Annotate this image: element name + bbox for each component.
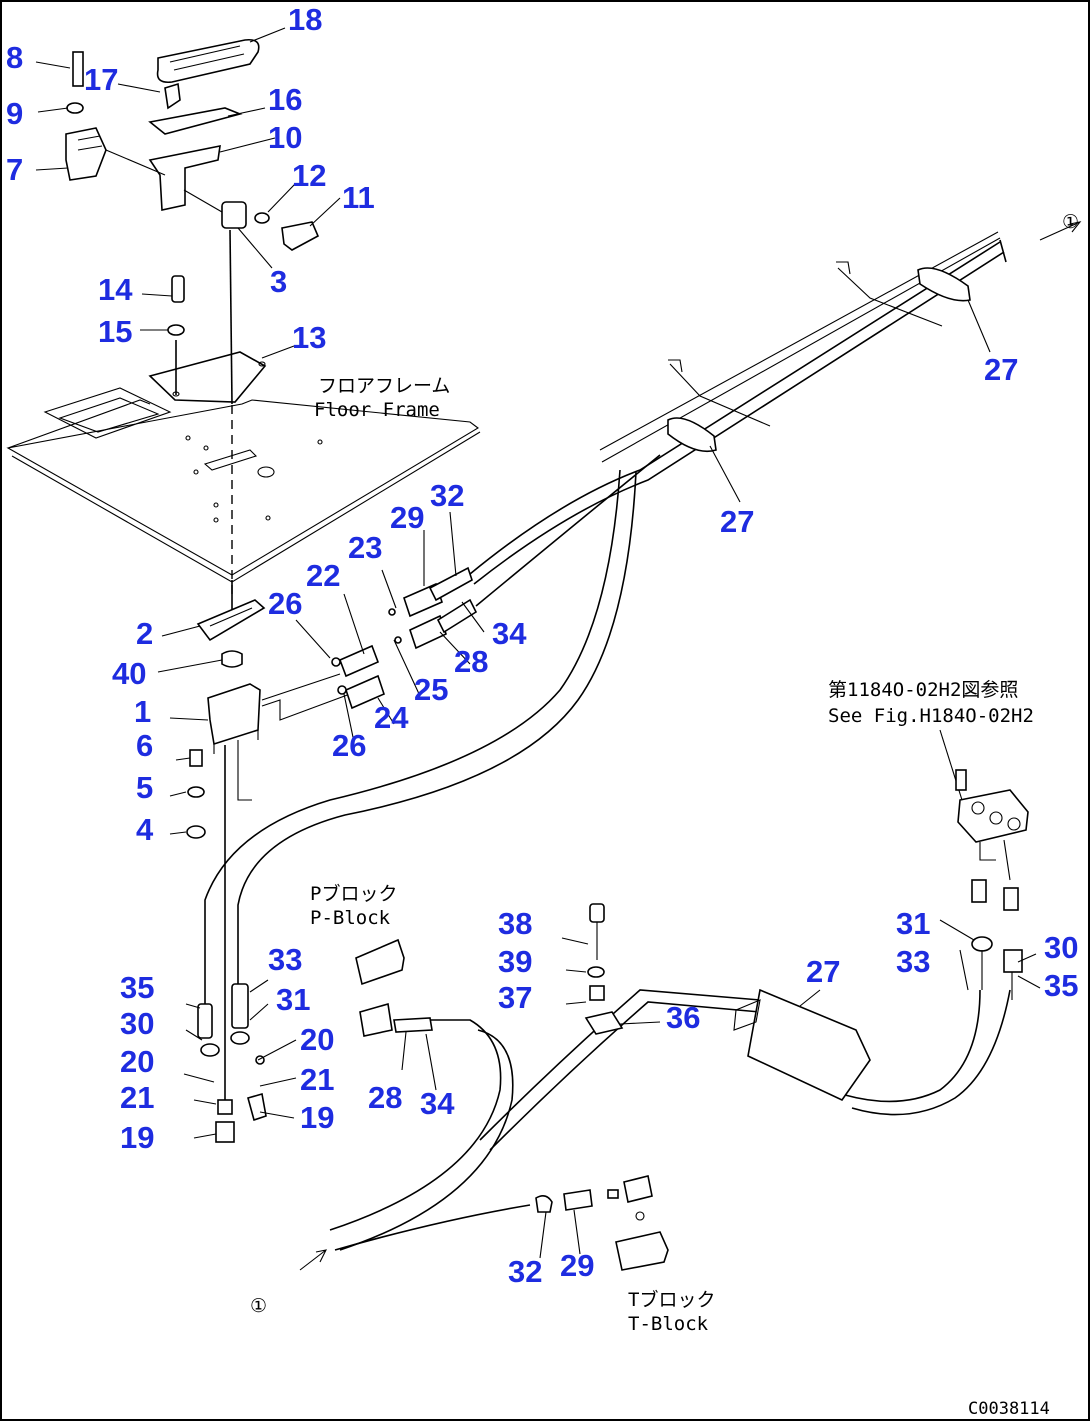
- callout-28-upper: 28: [454, 644, 488, 679]
- callout-26-upper: 26: [268, 586, 302, 621]
- clip-assembly: [584, 903, 1011, 1116]
- callout-9: 9: [6, 96, 23, 131]
- see-fig-label-jp: 第1184O-02H2図参照: [828, 679, 1018, 701]
- p-block-label-jp: Pブロック: [310, 882, 397, 905]
- callout-14: 14: [98, 272, 133, 307]
- callout-27-top: 27: [984, 352, 1018, 387]
- callout-32-upper: 32: [430, 478, 464, 513]
- callout-10: 10: [268, 120, 302, 155]
- callout-35-right: 35: [1044, 968, 1078, 1003]
- callout-28-lower: 28: [368, 1080, 402, 1115]
- t-block: [535, 1175, 669, 1271]
- callout-20-right: 20: [300, 1022, 334, 1057]
- callout-23: 23: [348, 530, 382, 565]
- see-fig-label-en: See Fig.H184O-02H2: [828, 705, 1034, 727]
- t-block-label-jp: Tブロック: [628, 1288, 715, 1311]
- callout-8: 8: [6, 40, 23, 75]
- callout-40: 40: [112, 656, 146, 691]
- fittings-upper: [331, 566, 478, 710]
- callout-35-left: 35: [120, 970, 154, 1005]
- hose-bundle: [469, 221, 1082, 607]
- callout-20-left: 20: [120, 1044, 154, 1079]
- fittings-lower-left: [197, 938, 433, 1143]
- notes: フロアフレーム Floor Frame Pブロック P-Block 第1184O…: [250, 211, 1079, 1419]
- arrow-ref-top: ①: [1062, 211, 1079, 233]
- t-block-label-en: T-Block: [628, 1313, 709, 1335]
- callout-38: 38: [498, 906, 532, 941]
- callout-19-right: 19: [300, 1100, 334, 1135]
- callout-17: 17: [84, 62, 118, 97]
- callout-34-lower: 34: [420, 1086, 455, 1121]
- callout-30-right: 30: [1044, 930, 1078, 965]
- callout-29-upper: 29: [390, 500, 424, 535]
- pedal-assembly: [65, 38, 320, 405]
- callout-26-lower: 26: [332, 728, 366, 763]
- right-block: [939, 729, 1029, 1000]
- callout-16: 16: [268, 82, 302, 117]
- callout-37: 37: [498, 980, 532, 1015]
- callout-33-left: 33: [268, 942, 302, 977]
- leader-lines: [35, 27, 1041, 1259]
- callout-labels: 18 8 17 9 16 10 7 12 11 3 14 15 13 27 27…: [6, 2, 1078, 1289]
- floor-frame-label-jp: フロアフレーム: [318, 375, 450, 397]
- callout-22: 22: [306, 558, 340, 593]
- callout-15: 15: [98, 314, 132, 349]
- floor-frame-label-en: Floor Frame: [314, 399, 440, 421]
- callout-4: 4: [136, 812, 154, 847]
- p-block-label-en: P-Block: [310, 907, 391, 929]
- callout-12: 12: [292, 158, 326, 193]
- callout-36: 36: [666, 1000, 700, 1035]
- callout-3: 3: [270, 264, 287, 299]
- callout-31-right: 31: [896, 906, 930, 941]
- callout-11: 11: [342, 180, 375, 215]
- callout-32-lower: 32: [508, 1254, 542, 1289]
- callout-25: 25: [414, 672, 448, 707]
- arrow-ref-bottom: ①: [250, 1295, 267, 1317]
- callout-19-left: 19: [120, 1120, 154, 1155]
- callout-21-right: 21: [300, 1062, 334, 1097]
- callout-5: 5: [136, 770, 153, 805]
- callout-7: 7: [6, 152, 23, 187]
- callout-18: 18: [288, 2, 322, 37]
- callout-6: 6: [136, 728, 153, 763]
- callout-31-left: 31: [276, 982, 310, 1017]
- callout-27-mid: 27: [720, 504, 754, 539]
- callout-30-left: 30: [120, 1006, 154, 1041]
- callout-2: 2: [136, 616, 153, 651]
- callout-33-right: 33: [896, 944, 930, 979]
- drawing-code: C0038114: [968, 1399, 1050, 1419]
- callout-1: 1: [134, 694, 151, 729]
- callout-24: 24: [374, 700, 409, 735]
- callout-27-lower: 27: [806, 954, 840, 989]
- long-hoses: [204, 469, 761, 1271]
- callout-13: 13: [292, 320, 326, 355]
- callout-21-left: 21: [120, 1080, 154, 1115]
- callout-34-upper: 34: [492, 616, 527, 651]
- callout-29-lower: 29: [560, 1248, 594, 1283]
- callout-39: 39: [498, 944, 532, 979]
- valve-assembly: [186, 580, 351, 1100]
